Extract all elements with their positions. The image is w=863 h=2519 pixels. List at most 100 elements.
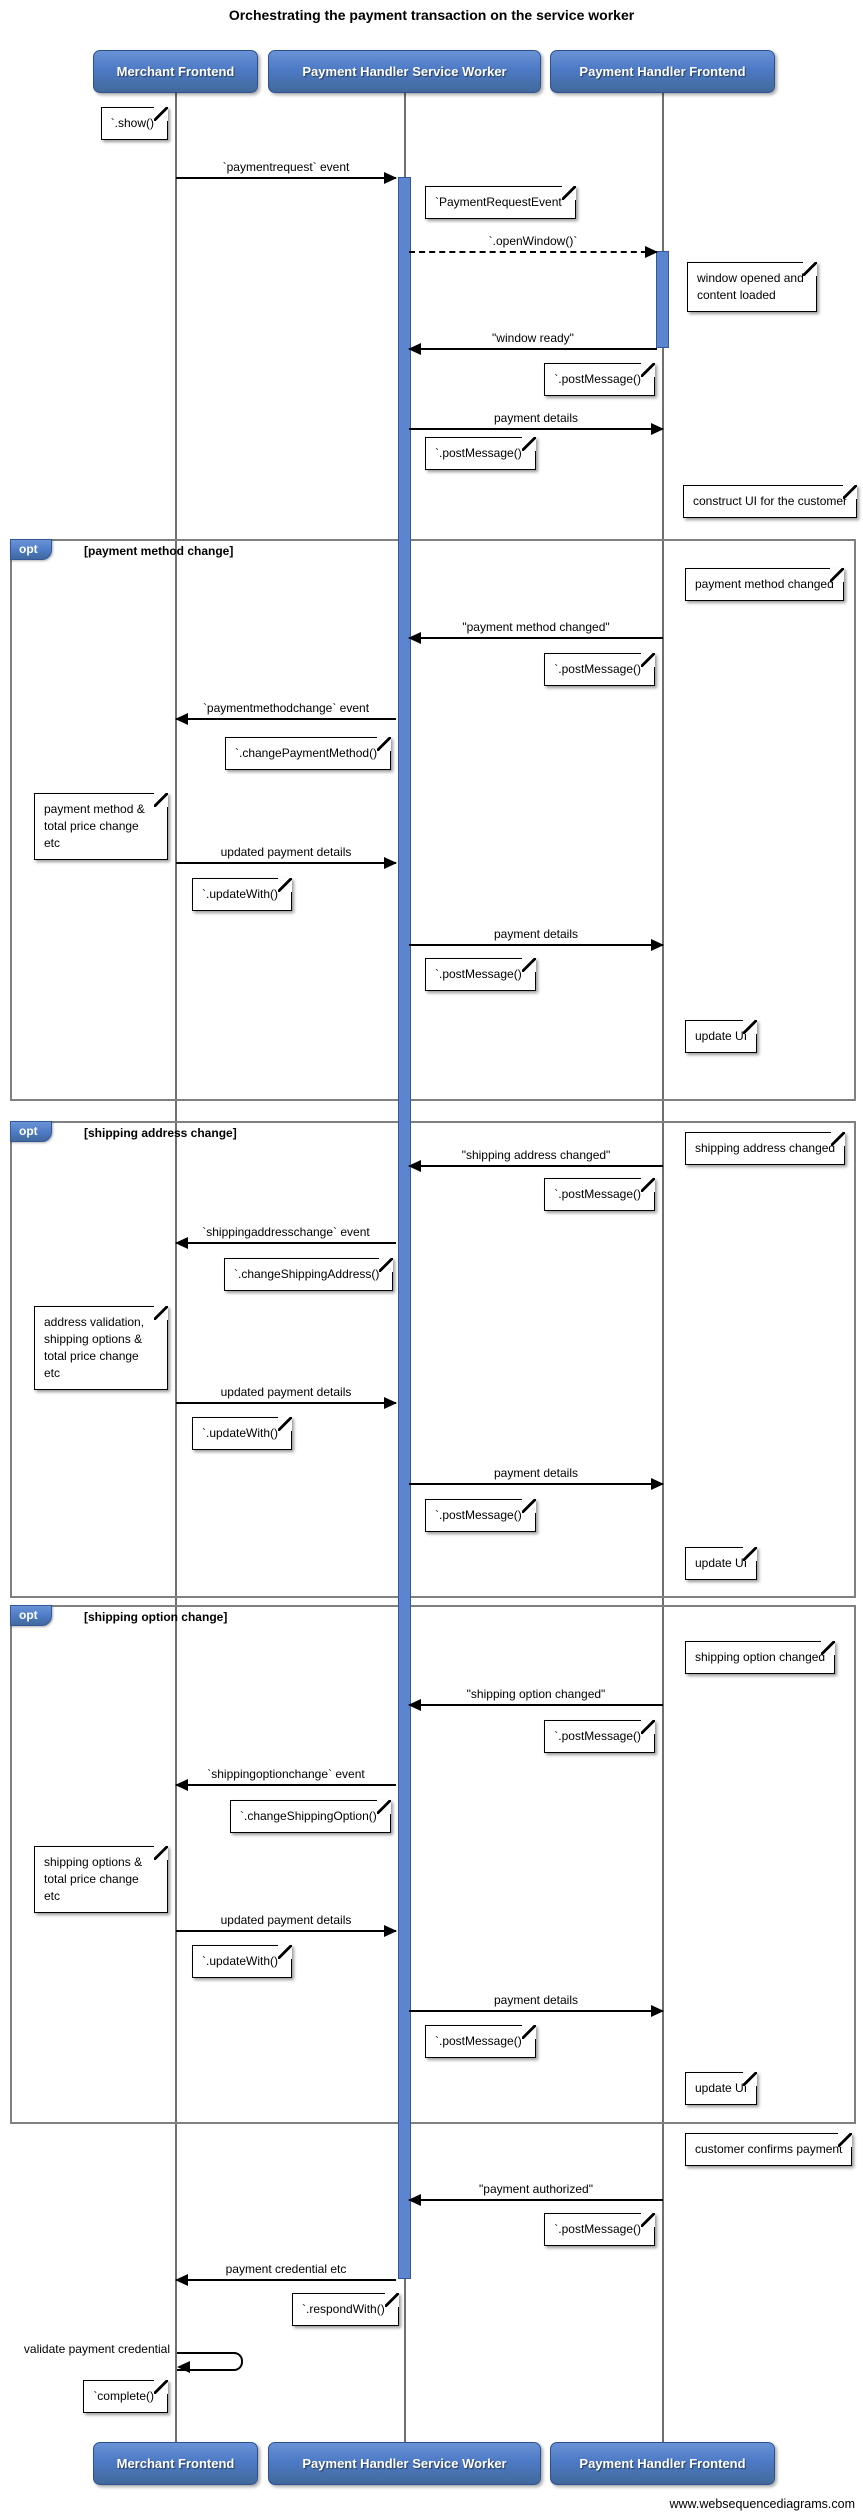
lifeline-merchant-frontend (175, 93, 177, 2442)
arrowhead-icon (408, 2194, 421, 2206)
arrowhead-icon (175, 1779, 188, 1791)
message-label: updated payment details (220, 1913, 352, 1927)
message-shippingaddresschange-event: `shippingaddresschange` event (175, 1223, 396, 1249)
actor-service-worker-top: Payment Handler Service Worker (268, 50, 541, 93)
note-address-validation: address validation, shipping options & t… (34, 1306, 168, 1390)
actor-merchant-frontend-bottom: Merchant Frontend (93, 2442, 258, 2485)
message-label: payment details (493, 1466, 579, 1480)
opt-condition: [payment method change] (84, 544, 234, 558)
note-update-with: `.updateWith()` (192, 1945, 293, 1978)
activation-service-worker (398, 177, 411, 2279)
note-update-with: `.updateWith()` (192, 878, 293, 911)
arrowhead-icon (408, 632, 421, 644)
opt-tab: opt (10, 1605, 52, 1626)
message-payment-details-2: payment details (409, 925, 664, 951)
message-label: `.openWindow()` (488, 234, 578, 248)
note-payment-method-total-price: payment method & total price change etc (34, 793, 168, 860)
arrowhead-icon (645, 246, 658, 258)
note-update-with: `.updateWith()` (192, 1417, 293, 1450)
message-shipping-option-changed: "shipping option changed" (408, 1685, 663, 1711)
arrowhead-icon (651, 2005, 664, 2017)
message-label: "window ready" (492, 331, 574, 345)
arrowhead-icon (175, 1237, 188, 1249)
arrowhead-icon (651, 423, 664, 435)
message-updated-payment-details-3: updated payment details (176, 1911, 397, 1937)
note-post-message: `.postMessage()` (425, 958, 536, 991)
message-paymentrequest-event: `paymentrequest` event (176, 158, 397, 184)
actor-payment-handler-frontend-top: Payment Handler Frontend (550, 50, 775, 93)
note-payment-method-changed: payment method changed (685, 568, 844, 601)
message-open-window: `.openWindow()` (409, 232, 658, 258)
message-label: updated payment details (220, 845, 352, 859)
note-show: `.show()` (100, 107, 169, 140)
opt-condition: [shipping address change] (84, 1126, 237, 1140)
opt-frame-payment-method-change: opt [payment method change] (10, 539, 856, 1101)
message-label: payment details (493, 411, 579, 425)
note-post-message: `.postMessage()` (425, 1499, 536, 1532)
diagram-title: Orchestrating the payment transaction on… (228, 7, 635, 23)
actor-merchant-frontend-top: Merchant Frontend (93, 50, 258, 93)
message-label: `paymentrequest` event (222, 160, 350, 174)
note-respond-with: `.respondWith()` (292, 2293, 399, 2326)
activation-payment-handler-frontend (656, 251, 669, 348)
message-shipping-address-changed: "shipping address changed" (408, 1146, 663, 1172)
message-label: `shippingoptionchange` event (207, 1767, 365, 1781)
arrowhead-icon (651, 1478, 664, 1490)
note-post-message: `.postMessage()` (544, 2213, 655, 2246)
message-label: `paymentmethodchange` event (202, 701, 370, 715)
arrowhead-icon (384, 1397, 397, 1409)
opt-tab: opt (10, 539, 52, 560)
message-label: payment details (493, 1993, 579, 2007)
note-post-message: `.postMessage()` (544, 1720, 655, 1753)
arrowhead-icon (177, 2361, 190, 2373)
opt-tab: opt (10, 1121, 52, 1142)
message-payment-details-4: payment details (409, 1991, 664, 2017)
message-updated-payment-details-1: updated payment details (176, 843, 397, 869)
message-label: "shipping address changed" (461, 1148, 611, 1162)
message-payment-authorized: "payment authorized" (408, 2180, 663, 2206)
note-change-shipping-address: `.changeShippingAddress()` (224, 1258, 394, 1291)
arrowhead-icon (408, 1160, 421, 1172)
message-payment-details-1: payment details (409, 409, 664, 435)
message-payment-credential: payment credential etc (175, 2260, 396, 2286)
note-update-ui: update UI (685, 2072, 758, 2105)
note-shipping-address-changed: shipping address changed (685, 1132, 846, 1165)
arrowhead-icon (175, 2274, 188, 2286)
note-post-message: `.postMessage()` (544, 1178, 655, 1211)
message-label: payment details (493, 927, 579, 941)
message-label: `shippingaddresschange` event (202, 1225, 370, 1239)
self-message-loop (177, 2352, 243, 2371)
watermark: www.websequencediagrams.com (669, 2497, 855, 2511)
arrowhead-icon (408, 343, 421, 355)
message-payment-details-3: payment details (409, 1464, 664, 1490)
note-update-ui: update UI (685, 1547, 758, 1580)
note-post-message: `.postMessage()` (544, 653, 655, 686)
note-change-payment-method: `.changePaymentMethod()` (225, 737, 392, 770)
arrowhead-icon (651, 939, 664, 951)
note-shipping-option-changed: shipping option changed (685, 1641, 836, 1674)
note-complete: `complete()` (83, 2380, 168, 2413)
message-label: "payment authorized" (479, 2182, 593, 2196)
actor-payment-handler-frontend-bottom: Payment Handler Frontend (550, 2442, 775, 2485)
message-window-ready: "window ready" (408, 329, 657, 355)
arrowhead-icon (384, 857, 397, 869)
actor-service-worker-bottom: Payment Handler Service Worker (268, 2442, 541, 2485)
note-post-message: `.postMessage()` (425, 437, 536, 470)
message-label: updated payment details (220, 1385, 352, 1399)
lifeline-payment-handler-frontend (662, 93, 664, 2442)
note-post-message: `.postMessage()` (544, 363, 655, 396)
note-post-message: `.postMessage()` (425, 2025, 536, 2058)
message-label: "payment method changed" (462, 620, 610, 634)
message-shippingoptionchange-event: `shippingoptionchange` event (175, 1765, 396, 1791)
message-label: payment credential etc (225, 2262, 347, 2276)
note-payment-request-event: `PaymentRequestEvent` (425, 186, 576, 219)
note-construct-ui: construct UI for the customer (683, 485, 858, 518)
opt-condition: [shipping option change] (84, 1610, 228, 1624)
message-paymentmethodchange-event: `paymentmethodchange` event (175, 699, 396, 725)
message-payment-method-changed: "payment method changed" (408, 618, 663, 644)
opt-frame-shipping-address-change: opt [shipping address change] (10, 1121, 856, 1598)
message-label: "shipping option changed" (466, 1687, 606, 1701)
note-change-shipping-option: `.changeShippingOption()` (230, 1800, 391, 1833)
message-updated-payment-details-2: updated payment details (176, 1383, 397, 1409)
